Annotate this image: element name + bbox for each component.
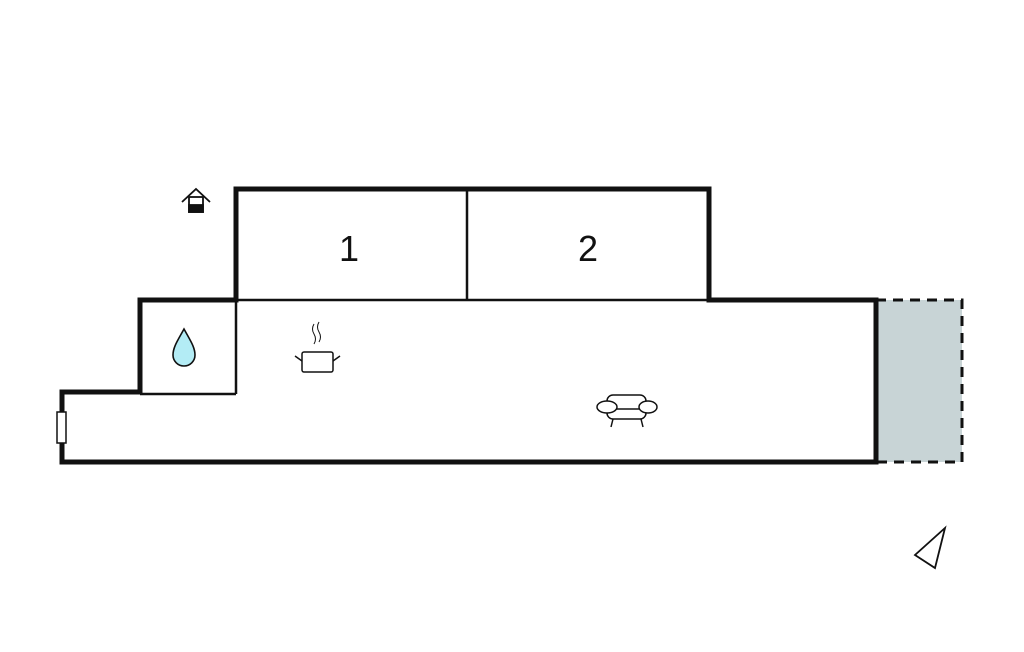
north-arrow-icon (913, 525, 947, 570)
room-label-2: 2 (578, 228, 598, 269)
window-icon (56, 411, 67, 444)
living-sofa-icon (596, 394, 658, 428)
interior-walls (140, 189, 709, 396)
bathroom-drop-icon (172, 327, 196, 367)
entrance-icon (181, 187, 211, 213)
exterior-walls (59, 186, 879, 465)
room-label-1: 1 (339, 228, 359, 269)
kitchen-pot-icon (294, 321, 341, 373)
terrace-area (874, 298, 964, 464)
